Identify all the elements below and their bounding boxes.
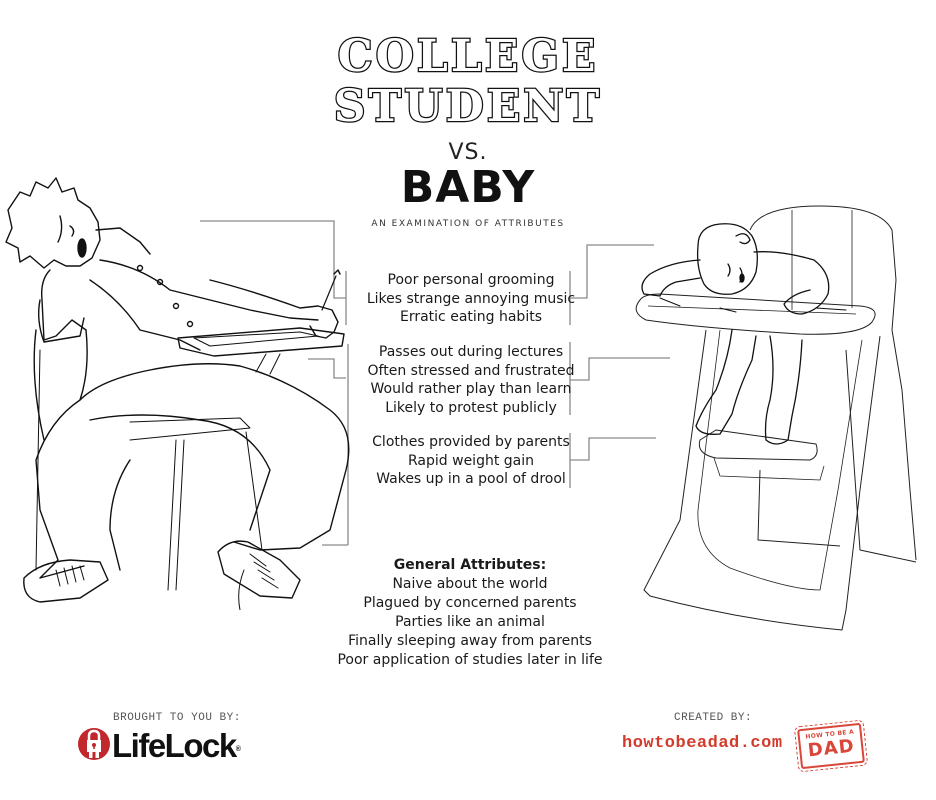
attribute-item: Poor personal grooming bbox=[387, 272, 555, 288]
general-attribute-item: Naive about the world bbox=[392, 576, 548, 592]
lifelock-logo: LifeLock® bbox=[112, 726, 241, 766]
baby-illustration bbox=[635, 205, 917, 631]
general-attribute-item: Plagued by concerned parents bbox=[363, 595, 577, 611]
attribute-group-2: Passes out during lectures Often stresse… bbox=[346, 343, 596, 417]
attribute-item: Would rather play than learn bbox=[370, 381, 572, 397]
attribute-item: Often stressed and frustrated bbox=[367, 362, 575, 379]
attribute-item: Passes out during lectures bbox=[378, 344, 564, 360]
attribute-item: Likely to protest publicly bbox=[385, 399, 557, 416]
attribute-group-1: Poor personal grooming Likes strange ann… bbox=[346, 271, 596, 327]
subtitle: AN EXAMINATION OF ATTRIBUTES bbox=[371, 219, 565, 229]
creator-site-link[interactable]: howtobeadad.com bbox=[622, 734, 783, 753]
sponsor-label: BROUGHT TO YOU BY: bbox=[113, 712, 241, 724]
lifelock-wordmark: LifeLock bbox=[112, 727, 237, 764]
general-attributes: General Attributes: Naive about the worl… bbox=[300, 556, 640, 670]
attribute-item: Likes strange annoying music bbox=[366, 290, 576, 307]
general-attribute-item: Poor application of studies later in lif… bbox=[337, 652, 603, 668]
general-attribute-item: Finally sleeping away from parents bbox=[348, 633, 592, 649]
stamp-main-text: DAD bbox=[806, 735, 856, 762]
title-college: COLLEGE bbox=[336, 31, 599, 82]
attribute-item: Wakes up in a pool of drool bbox=[376, 471, 566, 487]
registered-mark: ® bbox=[235, 746, 241, 753]
general-attribute-item: Parties like an animal bbox=[395, 614, 545, 630]
title-baby: BABY bbox=[400, 162, 536, 213]
attribute-item: Clothes provided by parents bbox=[372, 434, 570, 450]
title-vs: VS. bbox=[448, 140, 488, 165]
attribute-item: Erratic eating habits bbox=[399, 309, 542, 325]
general-attributes-heading: General Attributes: bbox=[393, 557, 547, 573]
college-student-illustration bbox=[5, 177, 350, 610]
lifelock-lock-icon bbox=[78, 728, 110, 760]
attribute-item: Rapid weight gain bbox=[408, 452, 534, 469]
creator-label: CREATED BY: bbox=[674, 712, 753, 724]
title-student: STUDENT bbox=[332, 81, 603, 132]
attribute-group-3: Clothes provided by parents Rapid weight… bbox=[346, 433, 596, 489]
how-to-be-a-dad-stamp-logo: HOW TO BE A DAD bbox=[793, 719, 869, 773]
